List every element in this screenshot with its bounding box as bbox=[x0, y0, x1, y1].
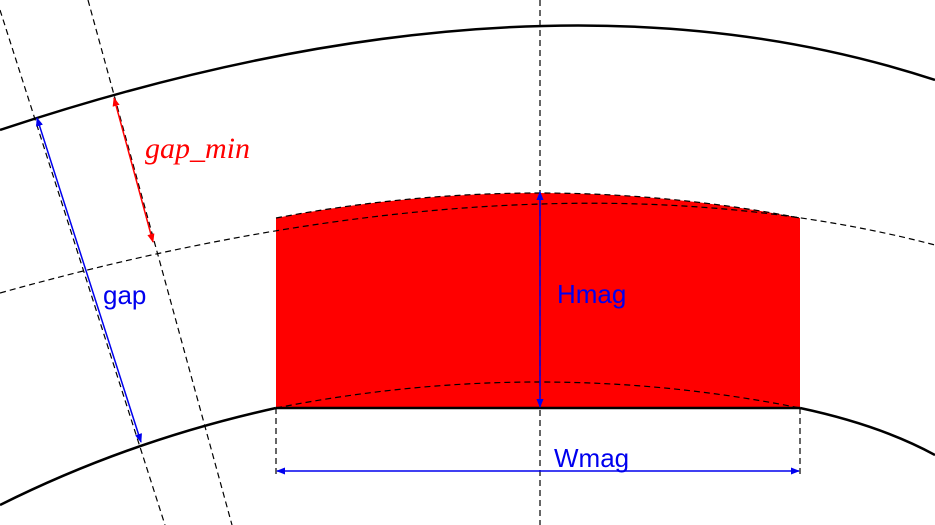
hmag-label: Hmag bbox=[557, 279, 626, 309]
rotor-surface-arc-left bbox=[0, 406, 277, 507]
rotor-surface-arc-right bbox=[799, 406, 935, 457]
stator-bore-arc bbox=[0, 24, 935, 132]
gap-label: gap bbox=[103, 280, 146, 310]
gap-min-dimension-arrow bbox=[112, 97, 155, 243]
gap-min-label: gap_min bbox=[145, 132, 250, 165]
wmag-label: Wmag bbox=[554, 443, 629, 473]
radial-line-gap-min bbox=[87, 0, 233, 525]
magnet-radius-dashed-arc bbox=[0, 202, 935, 294]
gap-dimension-arrow bbox=[36, 117, 142, 443]
magnet-block bbox=[276, 193, 800, 408]
